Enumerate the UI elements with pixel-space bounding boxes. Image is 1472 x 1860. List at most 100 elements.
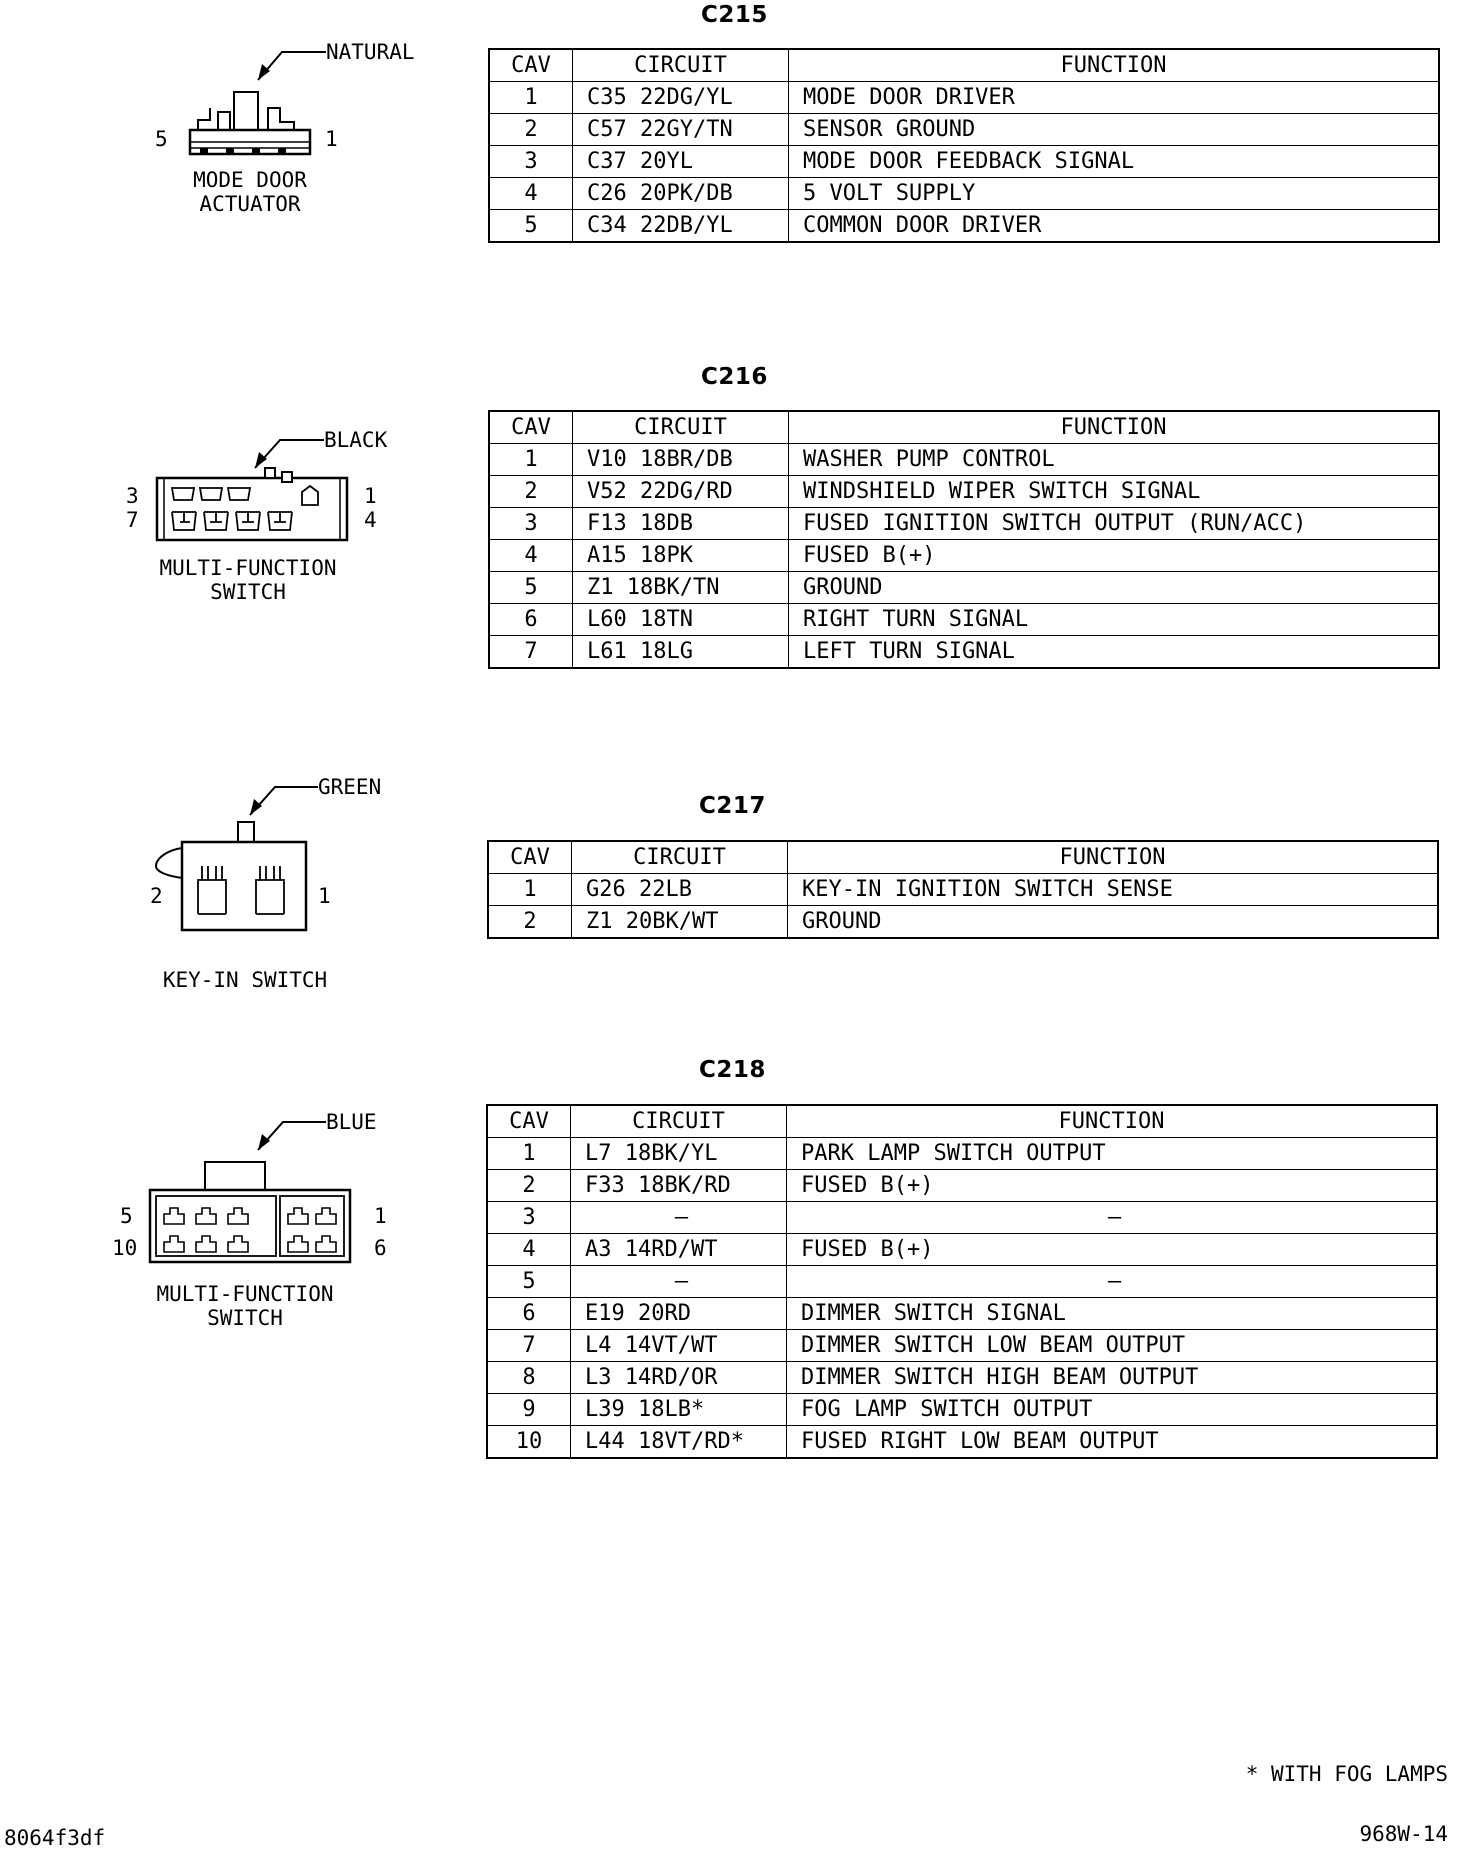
header-circuit: CIRCUIT — [570, 1104, 787, 1138]
cav-cell: 3 — [486, 1201, 571, 1234]
component-name-line: SWITCH — [210, 580, 286, 604]
connector-title-c215: C215 — [701, 2, 768, 28]
circuit-cell: V10 18BR/DB — [572, 443, 789, 476]
function-cell: DIMMER SWITCH HIGH BEAM OUTPUT — [786, 1361, 1438, 1394]
function-cell: COMMON DOOR DRIVER — [788, 209, 1440, 243]
pin-label: 3 — [126, 484, 139, 508]
circuit-cell: C26 20PK/DB — [572, 177, 789, 210]
pin-label: 1 — [374, 1204, 387, 1228]
function-cell: PARK LAMP SWITCH OUTPUT — [786, 1137, 1438, 1170]
circuit-cell: A15 18PK — [572, 539, 789, 572]
circuit-cell: L44 18VT/RD* — [570, 1425, 787, 1459]
function-cell: MODE DOOR FEEDBACK SIGNAL — [788, 145, 1440, 178]
cav-cell: 2 — [486, 1169, 571, 1202]
header-circuit: CIRCUIT — [572, 48, 789, 82]
image-id: 8064f3df — [4, 1826, 106, 1850]
pin-label: 6 — [374, 1236, 387, 1260]
cav-cell: 9 — [486, 1393, 571, 1426]
function-cell: DIMMER SWITCH LOW BEAM OUTPUT — [786, 1329, 1438, 1362]
function-cell: SENSOR GROUND — [788, 113, 1440, 146]
header-function: FUNCTION — [787, 840, 1439, 874]
cav-cell: 4 — [488, 177, 573, 210]
header-function: FUNCTION — [788, 48, 1440, 82]
cav-cell: 6 — [486, 1297, 571, 1330]
color-label-c217: GREEN — [318, 775, 382, 799]
function-cell: GROUND — [787, 905, 1439, 939]
component-name-c215: MODE DOOR ACTUATOR — [170, 168, 330, 216]
cav-cell: 1 — [488, 443, 573, 476]
circuit-cell: F13 18DB — [572, 507, 789, 540]
header-function: FUNCTION — [788, 410, 1440, 444]
component-name-line: ACTUATOR — [199, 192, 301, 216]
table-row: 5–– — [486, 1265, 1438, 1298]
circuit-cell: F33 18BK/RD — [570, 1169, 787, 1202]
function-cell: WASHER PUMP CONTROL — [788, 443, 1440, 476]
cav-cell: 1 — [487, 873, 572, 906]
circuit-cell: E19 20RD — [570, 1297, 787, 1330]
circuit-cell: Z1 20BK/WT — [571, 905, 788, 939]
header-cav: CAV — [488, 48, 573, 82]
cav-cell: 2 — [488, 475, 573, 508]
cav-cell: 1 — [486, 1137, 571, 1170]
component-name-line: MODE DOOR — [193, 168, 307, 192]
function-cell: FUSED B(+) — [786, 1169, 1438, 1202]
table-row: 3–– — [486, 1201, 1438, 1234]
page-code: 968W-14 — [1359, 1822, 1448, 1846]
circuit-cell: L60 18TN — [572, 603, 789, 636]
connector-title-c218: C218 — [699, 1057, 766, 1083]
cav-cell: 5 — [486, 1265, 571, 1298]
header-circuit: CIRCUIT — [572, 410, 789, 444]
function-cell: – — [786, 1201, 1438, 1234]
circuit-cell: V52 22DG/RD — [572, 475, 789, 508]
circuit-cell: A3 14RD/WT — [570, 1233, 787, 1266]
footnote: * WITH FOG LAMPS — [1245, 1762, 1448, 1786]
function-cell: DIMMER SWITCH SIGNAL — [786, 1297, 1438, 1330]
pin-label: 2 — [150, 884, 163, 908]
pin-label: 5 — [120, 1204, 133, 1228]
function-cell: FUSED IGNITION SWITCH OUTPUT (RUN/ACC) — [788, 507, 1440, 540]
component-name-c218: MULTI-FUNCTION SWITCH — [145, 1282, 345, 1330]
component-name-line: MULTI-FUNCTION — [156, 1282, 334, 1306]
header-cav: CAV — [488, 410, 573, 444]
component-name-line: MULTI-FUNCTION — [159, 556, 337, 580]
cav-cell: 10 — [486, 1425, 571, 1459]
circuit-cell: L7 18BK/YL — [570, 1137, 787, 1170]
component-name-line: KEY-IN SWITCH — [162, 968, 328, 992]
cav-cell: 5 — [488, 209, 573, 243]
circuit-cell: Z1 18BK/TN — [572, 571, 789, 604]
pin-label: 1 — [325, 127, 338, 151]
pin-label: 1 — [364, 484, 377, 508]
function-cell: FUSED RIGHT LOW BEAM OUTPUT — [786, 1425, 1438, 1459]
color-label-c216: BLACK — [324, 428, 388, 452]
cav-cell: 4 — [486, 1233, 571, 1266]
function-cell: FUSED B(+) — [788, 539, 1440, 572]
function-cell: LEFT TURN SIGNAL — [788, 635, 1440, 669]
function-cell: – — [786, 1265, 1438, 1298]
color-label-c218: BLUE — [326, 1110, 377, 1134]
function-cell: FUSED B(+) — [786, 1233, 1438, 1266]
circuit-cell: L61 18LG — [572, 635, 789, 669]
connector-title-c217: C217 — [699, 793, 766, 819]
circuit-cell: G26 22LB — [571, 873, 788, 906]
cav-cell: 8 — [486, 1361, 571, 1394]
